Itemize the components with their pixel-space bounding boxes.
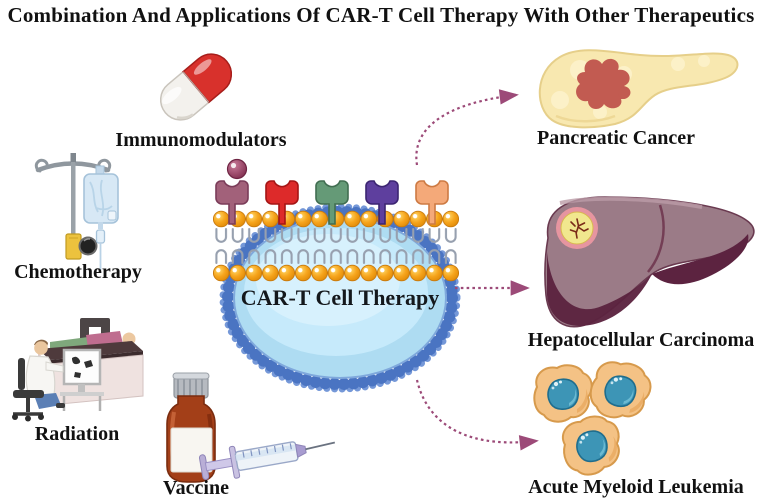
liver-lower-lobe [547,252,652,326]
label-radiation: Radiation [34,423,120,445]
cart-cell-icon: CAR-T Cell Therapy [213,158,461,393]
aml-cell-3 [556,410,627,481]
iv-drip-icon [34,153,119,270]
vial-syringe-icon [166,372,336,483]
radiotherapy-machine-icon [12,318,144,422]
chair-seat [13,390,44,398]
arrow-to-acute-myeloid-leukemia [415,379,539,451]
label-chemotherapy: Chemotherapy [14,261,142,283]
syringe [198,441,336,480]
liver-right-lobe [652,234,749,285]
cell-label: CAR-T Cell Therapy [241,285,439,310]
liver-icon [544,196,755,328]
drip-chamber [95,229,106,244]
aml-cell-1 [533,364,593,423]
antigen-dot [226,158,248,180]
chair-back [18,358,25,390]
doctor-head [34,341,48,355]
label-acute-myeloid-leukemia: Acute Myeloid Leukemia [528,476,744,498]
pancreas-icon [538,49,739,129]
label-immunomodulators: Immunomodulators [115,129,287,151]
aml-cell-2 [584,355,657,426]
gantry-arm [80,318,110,327]
label-vaccine: Vaccine [163,477,229,499]
lipid-bilayer [213,209,459,283]
pancreas-tumor [576,58,631,110]
monitor-screen [62,348,102,386]
figure-title: Combination And Applications Of CAR-T Ce… [7,3,755,27]
arrow-to-pancreatic-cancer [415,89,519,166]
label-pancreatic-cancer: Pancreatic Cancer [537,127,695,149]
leukemia-cells-icon [533,355,657,481]
gantry-column [80,322,89,352]
syringe-needle [305,441,336,451]
arrows [415,89,539,451]
capsule-icon [159,53,233,121]
pump-dial [78,236,98,256]
label-hepatocellular-carcinoma: Hepatocellular Carcinoma [527,329,755,351]
